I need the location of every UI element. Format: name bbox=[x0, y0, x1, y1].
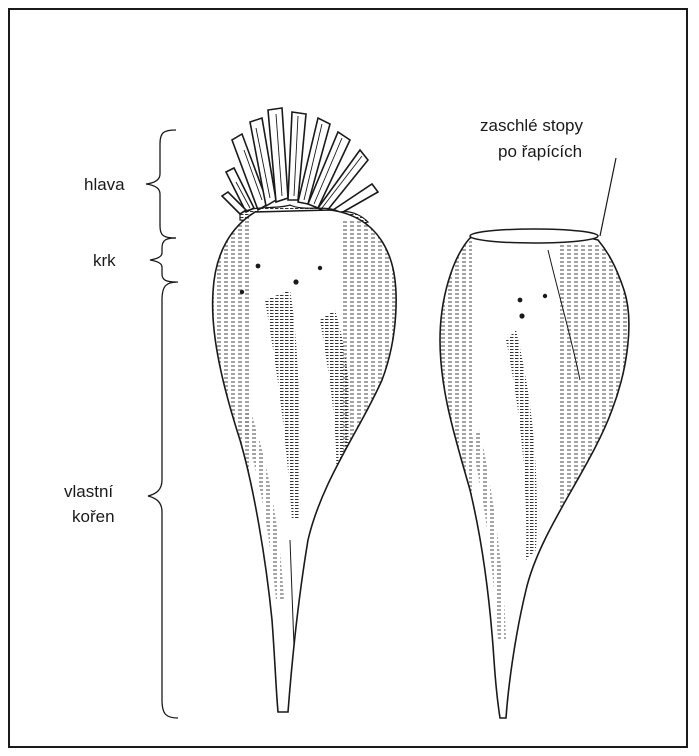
braces bbox=[146, 130, 178, 718]
label-krk: krk bbox=[93, 251, 116, 270]
label-zaschle: zaschlé stopy bbox=[480, 116, 583, 135]
brace-vlastni-koren bbox=[148, 282, 178, 718]
right-beet bbox=[440, 158, 640, 720]
pointer-line bbox=[600, 158, 616, 236]
label-po-rapicich: po řapících bbox=[498, 142, 582, 161]
label-vlastni: vlastní bbox=[64, 482, 113, 501]
label-hlava: hlava bbox=[84, 175, 125, 194]
left-beet bbox=[210, 108, 410, 720]
brace-krk bbox=[150, 238, 176, 282]
brace-hlava bbox=[146, 130, 176, 238]
label-koren: kořen bbox=[72, 507, 115, 526]
right-beet-cut-top bbox=[470, 229, 598, 243]
